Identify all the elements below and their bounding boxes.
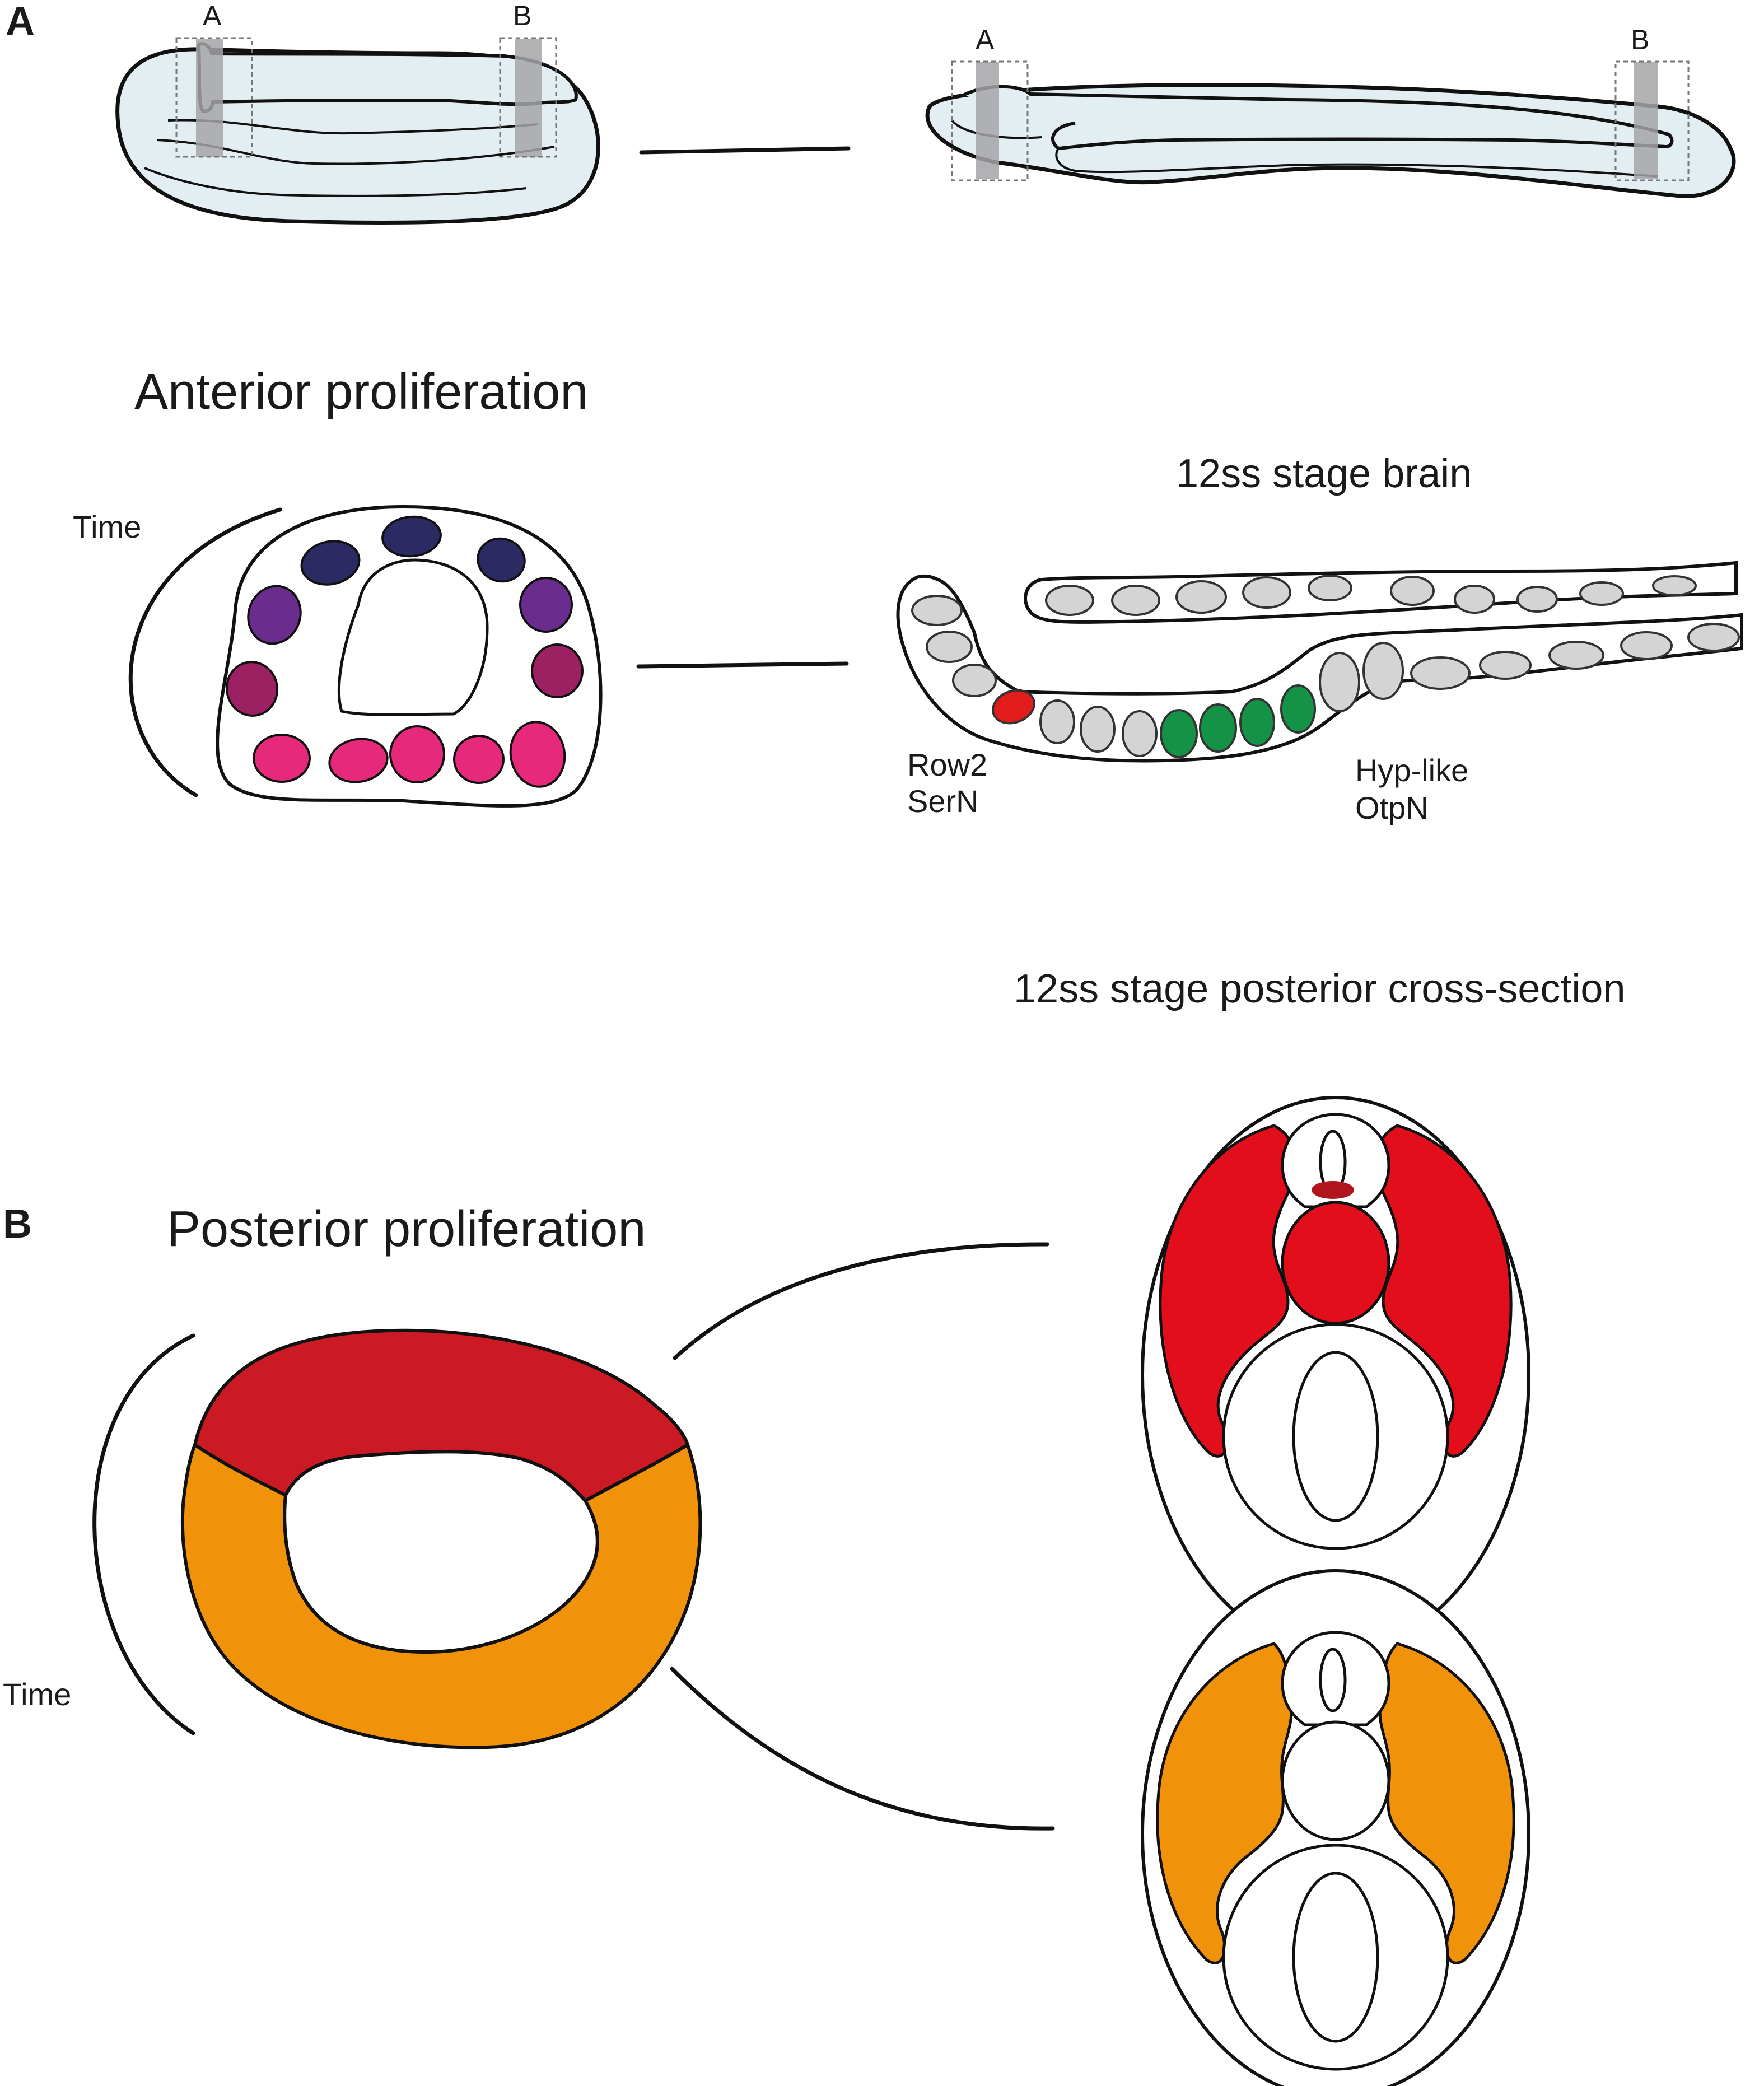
curled-embryo-marker-b: B — [513, 0, 531, 31]
orange-cross-section — [1141, 1569, 1530, 2086]
label-row2: Row2 — [907, 747, 987, 782]
label-sern: SerN — [907, 783, 979, 819]
extended-embryo-marker-a: A — [976, 24, 995, 55]
brain-title: 12ss stage brain — [1176, 451, 1472, 496]
anterior-time-label: Time — [73, 509, 141, 544]
panel-label-a: A — [6, 0, 35, 44]
label-otpn: OtpN — [1355, 790, 1429, 825]
label-hyp-like: Hyp-like — [1355, 753, 1468, 788]
anterior-time-arrow — [128, 507, 282, 797]
curled-embryo: A B — [115, 0, 600, 225]
red-cross-section — [1141, 1096, 1530, 1654]
arrow-to-red-section — [673, 1242, 1049, 1360]
anterior-title: Anterior proliferation — [134, 364, 588, 420]
extended-embryo: A B — [925, 24, 1736, 198]
section-title: 12ss stage posterior cross-section — [1014, 967, 1625, 1011]
anterior-cross-section — [216, 505, 603, 808]
arrow-to-orange-section — [670, 1667, 1055, 1831]
brain-schematic — [896, 561, 1743, 763]
arrow-anterior — [636, 661, 849, 669]
posterior-time-arrow — [92, 1333, 195, 1735]
extended-embryo-marker-b: B — [1631, 24, 1649, 55]
posterior-time-label: Time — [3, 1677, 71, 1712]
posterior-ring — [180, 1328, 702, 1749]
posterior-title: Posterior proliferation — [167, 1201, 646, 1257]
curled-embryo-marker-a: A — [203, 0, 222, 31]
arrow-embryo — [639, 146, 851, 155]
panel-label-b: B — [3, 1202, 32, 1247]
